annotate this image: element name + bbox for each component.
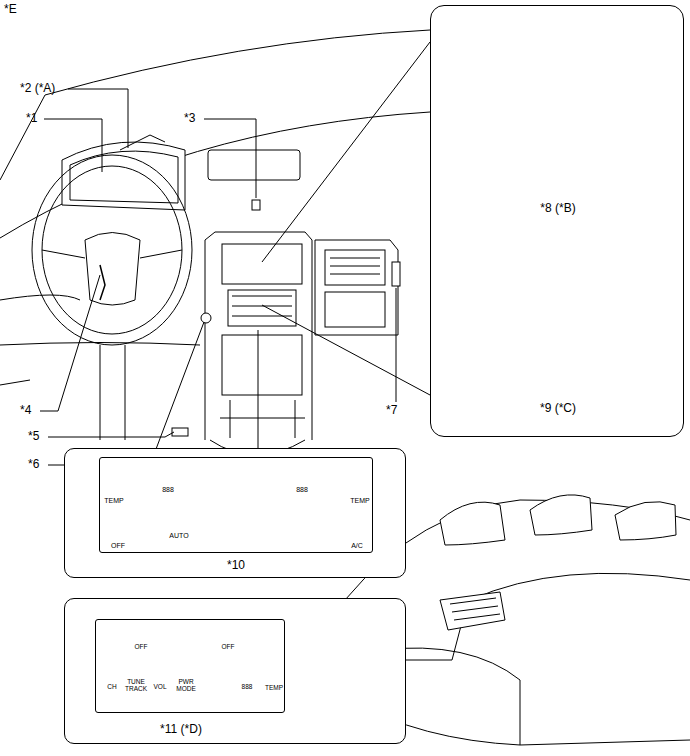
panel-text: 888 (232, 683, 262, 690)
hvac-case (222, 335, 302, 395)
steering-column (100, 345, 125, 440)
blower-vanes (330, 258, 380, 274)
panel-text: TEMP (264, 684, 284, 691)
radio-bracket (222, 244, 302, 284)
steering-hub (85, 233, 140, 306)
door-line (0, 380, 30, 385)
leader-line (396, 288, 397, 402)
inset-box: *8 (*B) *9 (*C) (430, 5, 684, 437)
meter-bracket (120, 135, 165, 150)
callout-number: *E (4, 3, 17, 16)
switch-wire (100, 265, 105, 300)
dash-line (0, 295, 80, 300)
connector (392, 262, 400, 286)
console-lines (220, 400, 305, 438)
inset-box: *10 TEMP 888 888TEMP AUTO OFF A/C (64, 448, 406, 578)
panel-text: TUNE TRACK (125, 678, 147, 692)
leader-line (262, 305, 430, 395)
leader-line (44, 119, 102, 172)
display-opening (208, 150, 300, 180)
callout-number: *4 (20, 404, 31, 417)
steering-wheel (32, 155, 192, 345)
leader-line (258, 330, 259, 448)
panel-text: TEMP (346, 497, 374, 505)
callout-number: *6 (28, 458, 39, 471)
register-vanes (232, 296, 292, 316)
steering-wheel-inner (42, 166, 182, 334)
steering-spokes (42, 250, 182, 258)
leader-line (262, 42, 430, 262)
leader-line (204, 119, 256, 198)
leader-line (48, 322, 204, 465)
panel-text: OFF (106, 542, 130, 550)
callout-number: *11 (*D) (65, 723, 297, 736)
panel-text: VOL (149, 683, 171, 690)
control-panel: TEMP 888 888TEMP AUTO OFF A/C (99, 457, 373, 553)
callout-number: *7 (386, 404, 397, 417)
knob (201, 313, 211, 323)
panel-text: AUTO (164, 532, 194, 540)
sensor (252, 200, 260, 210)
callout-number: *9 (*C) (431, 402, 685, 415)
register (228, 290, 296, 326)
callout-number: *3 (184, 112, 195, 125)
windshield-edge (45, 30, 430, 95)
panel-text: TEMP (100, 497, 128, 505)
callout-number: *10 (65, 559, 407, 572)
combination-meter (62, 142, 185, 210)
callout-number: *2 (*A) (20, 82, 55, 95)
panel-text: 888 (152, 486, 184, 494)
panel-text: OFF (216, 643, 240, 650)
callout-number: *5 (28, 430, 39, 443)
leader-line (48, 432, 174, 437)
a-pillar (0, 95, 45, 180)
callout-number: *8 (*B) (431, 202, 685, 215)
callout-number: *1 (26, 112, 37, 125)
panel-text: PWR MODE (173, 678, 199, 692)
blower (325, 250, 385, 285)
panel-text: CH (101, 683, 123, 690)
panel-text: A/C (344, 542, 370, 550)
leader-line (40, 275, 100, 411)
dash-top (0, 112, 430, 238)
panel-text: OFF (129, 643, 153, 650)
panel-text: 888 (286, 486, 318, 494)
evaporator (325, 292, 385, 327)
switch (172, 428, 188, 436)
rear-control-panel: OFF OFF CHTUNE TRACKVOLPWR MODE 888TEMP (95, 619, 285, 713)
air-conditioning-unit (315, 240, 398, 335)
meter-face (70, 151, 178, 203)
inset-box: *11 (*D) OFF OFF CHTUNE TRACKVOLPWR MODE 888… (64, 598, 406, 744)
